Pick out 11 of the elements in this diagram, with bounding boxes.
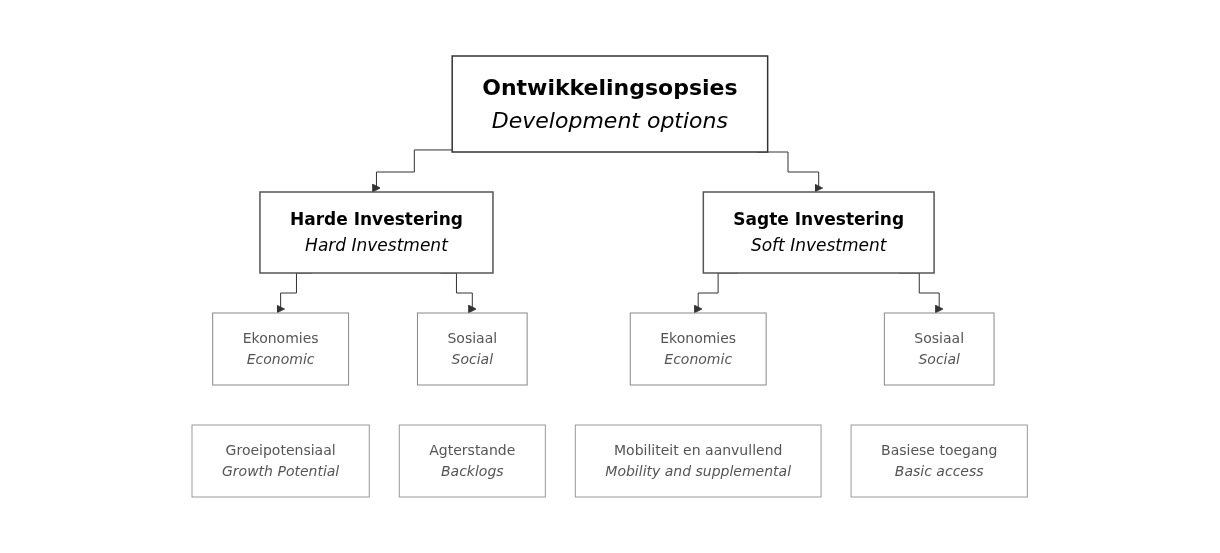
node-box: Groeipotensiaal Growth Potential bbox=[191, 424, 371, 498]
node-box: Ontwikkelingsopsies Development options bbox=[451, 55, 769, 153]
node-box: Basiese toegang Basic access bbox=[850, 424, 1029, 498]
node-box: Sosiaal Social bbox=[884, 312, 995, 386]
node-box: Sosiaal Social bbox=[417, 312, 528, 386]
node-box: Harde Investering Hard Investment bbox=[259, 191, 495, 274]
node-box: Mobiliteit en aanvullend Mobility and supplemental bbox=[575, 424, 822, 498]
node-box: Ekonomies Economic bbox=[630, 312, 767, 386]
node-box: Ekonomies Economic bbox=[212, 312, 350, 386]
node-box: Agterstande Backlogs bbox=[399, 424, 547, 498]
node-box: Sagte Investering Soft Investment bbox=[702, 191, 936, 274]
